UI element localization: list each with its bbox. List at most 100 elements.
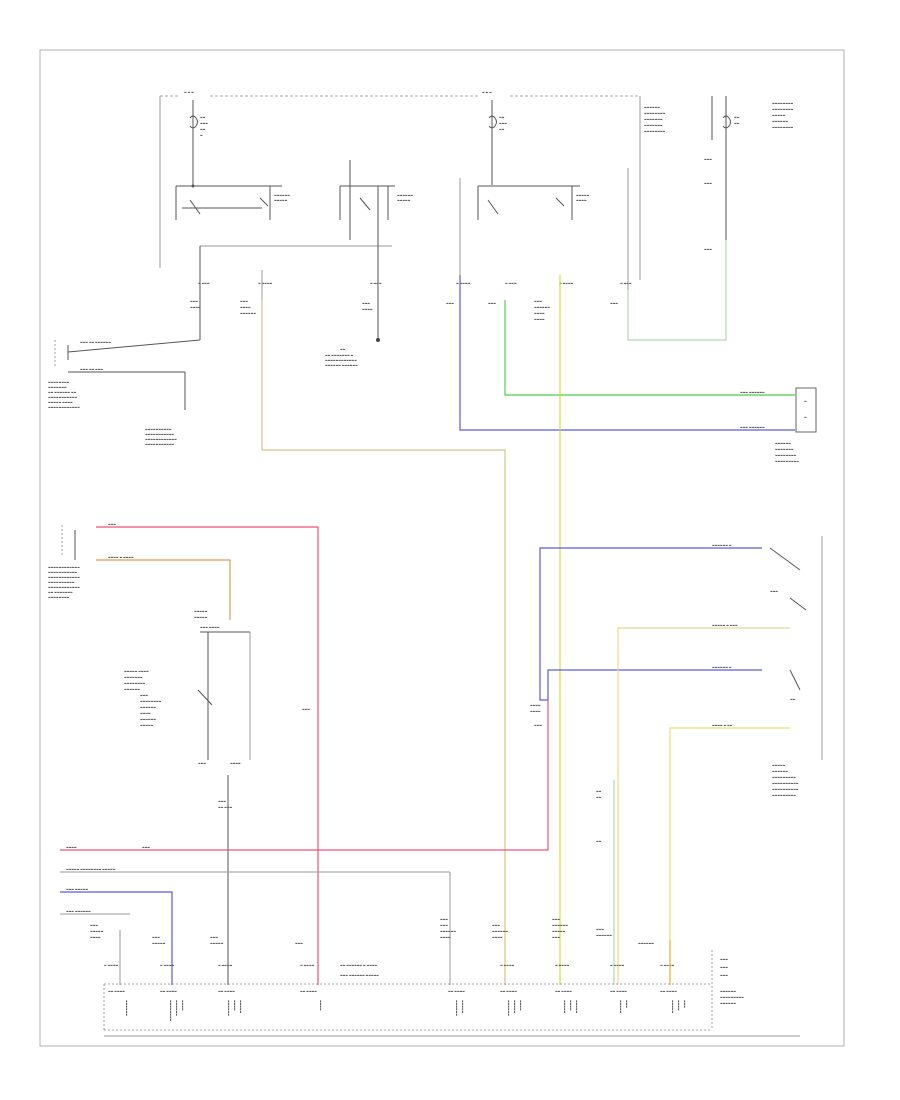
right-fuse: ▬▬ ▬▬ ▬▬▬▬▬▬▬▬ ▬▬▬▬▬▬▬▬ ▬▬▬▬▬ ▬▬▬▬▬▬ ▬▬▬…: [711, 96, 793, 240]
svg-text:▬▬▬▬▬: ▬▬▬▬▬: [772, 763, 786, 767]
svg-text:▬▬ ▬▬▬▬▬▬▬ ▬: ▬▬ ▬▬▬▬▬▬▬ ▬: [325, 353, 354, 357]
svg-text:▬▬: ▬▬: [734, 121, 740, 125]
svg-text:▬ ▬▬▬▬: ▬ ▬▬▬▬: [500, 963, 514, 967]
svg-text:▬▬▬▬▬: ▬▬▬▬▬: [619, 1000, 623, 1014]
svg-text:▬▬▬: ▬▬▬: [142, 845, 150, 849]
svg-text:▬ ▬▬▬▬: ▬ ▬▬▬▬: [104, 963, 118, 967]
svg-text:▬▬▬▬▬: ▬▬▬▬▬: [461, 1000, 465, 1014]
svg-text:▬▬▬▬: ▬▬▬▬: [534, 311, 545, 315]
svg-text:▬ ▬▬▬▬: ▬ ▬▬▬▬: [258, 281, 272, 285]
top-wire-labels: ▬▬▬ ▬▬▬▬ ▬▬▬ ▬▬▬▬ ▬▬▬▬▬▬ ▬▬▬ ▬▬▬▬ ▬▬▬ ▬▬…: [190, 157, 712, 321]
svg-text:▬▬▬▬▬▬▬▬▬▬▬▬: ▬▬▬▬▬▬▬▬▬▬▬▬: [48, 405, 80, 409]
light-green-wire: ▬▬ ▬▬ ▬▬: [596, 780, 615, 985]
svg-text:▬▬▬▬ ▬ ▬▬: ▬▬▬▬ ▬ ▬▬: [712, 723, 733, 727]
svg-text:▬▬▬▬▬: ▬▬▬▬▬: [140, 723, 154, 727]
svg-text:▬▬▬▬▬▬▬: ▬▬▬▬▬▬▬: [775, 447, 794, 451]
left-motor-connector: ▬▬▬ ▬▬ ▬▬▬▬▬▬ ▬▬▬ ▬▬ ▬▬▬ ▬▬▬▬▬▬▬▬ ▬▬▬▬▬▬…: [48, 339, 201, 446]
svg-text:▬▬▬▬▬▬▬▬: ▬▬▬▬▬▬▬▬: [644, 129, 665, 133]
svg-text:▬▬▬▬: ▬▬▬▬: [362, 307, 373, 311]
svg-text:▬ ▬▬▬: ▬ ▬▬▬: [505, 281, 517, 285]
svg-text:▬ ▬▬▬▬: ▬ ▬▬▬▬: [555, 963, 569, 967]
svg-text:▬ ▬ ▬: ▬ ▬ ▬: [184, 90, 194, 94]
svg-text:▬▬▬▬: ▬▬▬▬: [230, 761, 241, 765]
svg-text:▬▬▬: ▬▬▬: [534, 299, 542, 303]
svg-text:▬▬▬▬ ▬ ▬▬▬▬: ▬▬▬▬ ▬ ▬▬▬▬: [108, 555, 134, 559]
svg-text:▬▬▬: ▬▬▬: [240, 299, 248, 303]
svg-text:▬▬: ▬▬: [499, 115, 505, 119]
svg-text:▬▬ ▬▬▬▬: ▬▬ ▬▬▬▬: [555, 989, 572, 993]
svg-text:▬▬▬▬▬: ▬▬▬▬▬: [90, 929, 104, 933]
svg-text:▬▬▬▬▬: ▬▬▬▬▬: [152, 941, 166, 945]
svg-text:▬▬▬▬▬: ▬▬▬▬▬: [210, 941, 224, 945]
svg-text:▬▬: ▬▬: [499, 127, 505, 131]
svg-text:▬ ▬▬▬▬: ▬ ▬▬▬▬: [300, 963, 314, 967]
svg-text:▬▬▬▬▬▬▬: ▬▬▬▬▬▬▬: [644, 117, 663, 121]
svg-text:▬▬▬▬: ▬▬▬▬: [569, 1000, 573, 1011]
svg-text:▬▬▬▬▬▬: ▬▬▬▬▬▬: [720, 1001, 736, 1005]
svg-text:▬▬▬▬: ▬▬▬▬: [233, 1000, 237, 1011]
svg-text:▬▬▬▬: ▬▬▬▬: [181, 1000, 185, 1011]
svg-text:▬▬ ▬▬▬▬: ▬▬ ▬▬▬▬: [218, 989, 235, 993]
svg-text:▬▬▬: ▬▬▬: [440, 923, 448, 927]
svg-text:▬▬▬: ▬▬▬: [720, 973, 728, 977]
svg-text:▬▬▬ ▬▬▬▬: ▬▬▬ ▬▬▬▬: [200, 625, 220, 629]
svg-text:▬▬▬▬: ▬▬▬▬: [190, 305, 201, 309]
svg-text:▬▬▬▬▬ ▬▬▬▬: ▬▬▬▬▬ ▬▬▬▬: [48, 400, 73, 404]
upper-connector-row: ▬ ▬▬▬ ▬ ▬▬▬▬ ▬ ▬▬▬ ▬ ▬▬▬▬ ▬ ▬▬▬ ▬ ▬▬▬▬ ▬…: [198, 281, 632, 285]
svg-text:▬▬ ▬▬▬▬: ▬▬ ▬▬▬▬: [500, 989, 517, 993]
svg-text:▬▬▬ ▬▬▬▬▬▬: ▬▬▬ ▬▬▬▬▬▬: [740, 425, 765, 429]
svg-text:▬▬ ▬▬▬▬: ▬▬ ▬▬▬▬: [610, 989, 627, 993]
svg-text:▬▬ ▬▬▬▬: ▬▬ ▬▬▬▬: [448, 989, 465, 993]
svg-text:▬▬▬ ▬▬ ▬▬▬▬▬▬: ▬▬▬ ▬▬ ▬▬▬▬▬▬: [80, 340, 111, 344]
svg-text:▬▬▬▬▬▬: ▬▬▬▬▬▬: [772, 769, 788, 773]
svg-text:▬▬▬▬▬▬▬▬▬▬▬▬: ▬▬▬▬▬▬▬▬▬▬▬▬: [48, 565, 80, 569]
svg-text:▬▬: ▬▬: [596, 795, 602, 799]
svg-text:▬▬▬: ▬▬▬: [499, 121, 507, 125]
svg-text:▬: ▬: [804, 415, 807, 419]
svg-text:▬▬▬▬▬▬: ▬▬▬▬▬▬: [240, 311, 256, 315]
svg-text:▬▬▬: ▬▬▬: [190, 299, 198, 303]
svg-text:▬▬▬: ▬▬▬: [704, 157, 712, 161]
bottom-left-wires: ▬▬▬▬▬ ▬▬▬▬▬▬▬▬ ▬▬▬▬▬ ▬▬▬ ▬▬▬▬▬ ▬▬▬ ▬▬▬▬▬…: [60, 867, 451, 985]
svg-text:▬▬▬: ▬▬▬: [720, 957, 728, 961]
svg-text:▬▬▬▬▬▬: ▬▬▬▬▬▬: [124, 687, 140, 691]
svg-text:▬▬ ▬▬▬▬▬▬ ▬ ▬▬▬▬: ▬▬ ▬▬▬▬▬▬ ▬ ▬▬▬▬: [340, 963, 377, 967]
svg-text:▬▬▬ ▬▬▬▬▬: ▬▬▬ ▬▬▬▬▬: [66, 887, 88, 891]
svg-text:▬▬▬▬▬▬▬▬▬▬▬▬: ▬▬▬▬▬▬▬▬▬▬▬▬: [48, 575, 80, 579]
svg-text:▬▬▬▬▬▬▬▬: ▬▬▬▬▬▬▬▬: [775, 453, 796, 457]
svg-text:▬▬▬▬▬: ▬▬▬▬▬: [563, 1000, 567, 1014]
svg-text:▬▬▬▬▬▬▬▬▬▬: ▬▬▬▬▬▬▬▬▬▬: [48, 580, 75, 584]
svg-text:▬▬▬: ▬▬▬: [704, 247, 712, 251]
svg-text:▬ ▬ ▬: ▬ ▬ ▬: [482, 90, 492, 94]
svg-text:▬▬▬: ▬▬▬: [492, 923, 500, 927]
svg-text:▬▬▬▬▬▬: ▬▬▬▬▬▬: [125, 1000, 129, 1016]
right-sensor: ▬ ▬ ▬▬▬ ▬▬▬▬▬▬ ▬▬▬ ▬▬▬▬▬▬ ▬▬▬▬▬▬ ▬▬▬▬▬▬▬…: [740, 387, 817, 463]
svg-text:▬▬▬▬▬▬: ▬▬▬▬▬▬: [492, 929, 508, 933]
svg-text:▬▬▬▬▬▬▬▬▬▬▬: ▬▬▬▬▬▬▬▬▬▬▬: [48, 570, 77, 574]
svg-text:▬▬▬▬▬▬▬▬▬▬▬: ▬▬▬▬▬▬▬▬▬▬▬: [48, 395, 77, 399]
svg-text:▬▬: ▬▬: [200, 115, 206, 119]
svg-text:▬▬▬▬: ▬▬▬▬: [140, 711, 151, 715]
svg-text:▬ ▬▬▬▬: ▬ ▬▬▬▬: [559, 281, 573, 285]
svg-text:▬▬ ▬▬▬: ▬▬ ▬▬▬: [218, 805, 232, 809]
svg-text:▬▬▬▬▬▬▬▬: ▬▬▬▬▬▬▬▬: [140, 699, 161, 703]
svg-text:▬▬▬▬▬: ▬▬▬▬▬: [397, 198, 411, 202]
svg-text:▬ ▬▬▬▬: ▬ ▬▬▬▬: [610, 963, 624, 967]
svg-text:▬▬▬: ▬▬▬: [596, 927, 604, 931]
svg-text:▬▬▬▬: ▬▬▬▬: [519, 1000, 523, 1011]
svg-text:▬▬▬▬▬▬: ▬▬▬▬▬▬: [397, 193, 413, 197]
svg-text:▬▬▬▬▬▬▬▬▬: ▬▬▬▬▬▬▬▬▬: [775, 459, 799, 463]
svg-text:▬▬▬▬▬▬: ▬▬▬▬▬▬: [140, 717, 156, 721]
svg-text:▬▬▬▬▬▬: ▬▬▬▬▬▬: [638, 941, 654, 945]
svg-text:▬▬▬ ▬▬▬▬▬▬ ▬▬▬▬▬: ▬▬▬ ▬▬▬▬▬▬ ▬▬▬▬▬: [340, 973, 379, 977]
svg-text:▬▬▬▬▬▬▬: ▬▬▬▬▬▬▬: [124, 675, 143, 679]
svg-text:▬▬▬▬▬▬▬▬: ▬▬▬▬▬▬▬▬: [644, 111, 665, 115]
svg-text:▬▬: ▬▬: [596, 789, 602, 793]
svg-text:▬▬▬▬▬▬: ▬▬▬▬▬▬: [596, 933, 612, 937]
left-switch-assembly: ▬▬▬▬▬▬ ▬▬▬▬▬: [175, 184, 290, 220]
svg-text:▬▬▬: ▬▬▬: [295, 941, 303, 945]
svg-text:▬▬▬▬▬▬▬▬: ▬▬▬▬▬▬▬▬: [772, 125, 793, 129]
red-loop-wire: ▬▬▬▬ ▬▬▬: [60, 700, 549, 851]
svg-text:▬▬▬: ▬▬▬: [152, 935, 160, 939]
svg-text:▬ ▬▬▬: ▬ ▬▬▬: [198, 281, 210, 285]
